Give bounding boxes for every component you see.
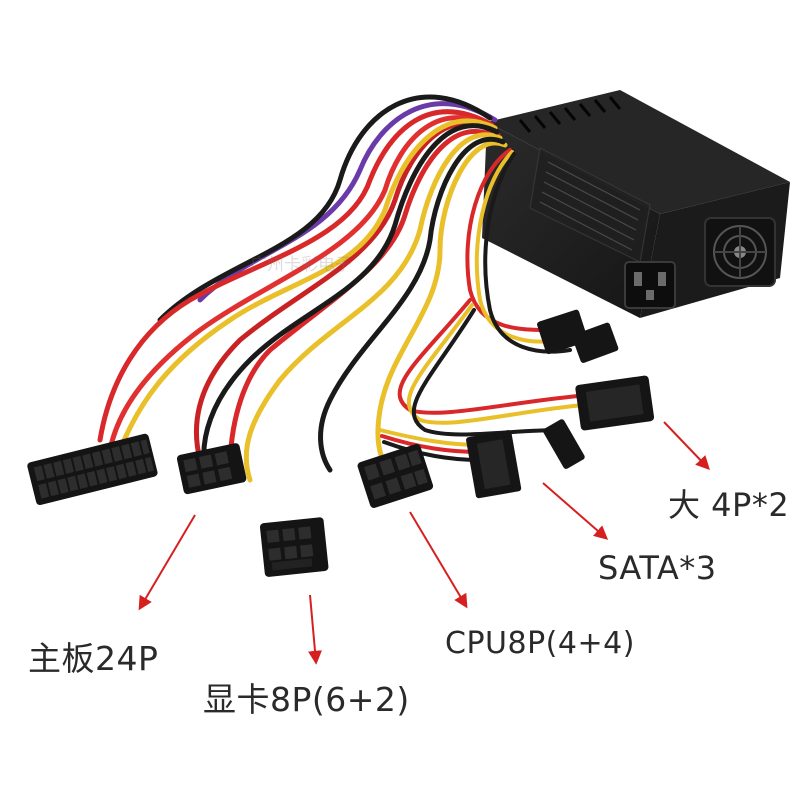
fan-grill: [704, 217, 776, 287]
ac-power-socket: [624, 261, 676, 309]
arrow-cpu: [409, 511, 468, 609]
connector-sata-1: [466, 430, 522, 499]
psu-unit: [482, 90, 790, 318]
connector-gpu-6pin: [176, 443, 247, 495]
arrow-molex: [663, 421, 710, 471]
connector-24pin: [27, 433, 158, 506]
annotation-arrows: [138, 421, 710, 665]
watermark-text: 广州卡彩电子: [250, 255, 352, 275]
connector-gpu-8pin: [259, 517, 329, 577]
connector-cpu-8pin: [357, 443, 434, 508]
arrow-motherboard: [138, 514, 196, 611]
arrow-gpu: [308, 594, 322, 665]
psu-spec-sticker: [529, 147, 651, 263]
connector-molex-1: [575, 375, 655, 431]
label-molex-4p: 大 4P*2: [668, 486, 790, 524]
label-cpu-8p: CPU8P(4+4): [445, 626, 635, 661]
label-motherboard-24p: 主板24P: [28, 639, 159, 678]
connector-molex-2: [537, 309, 588, 355]
connector-sata-2: [543, 419, 585, 469]
cable-bundle: [97, 94, 592, 483]
label-gpu-8p: 显卡8P(6+2): [203, 680, 410, 719]
arrow-sata: [542, 482, 609, 540]
label-sata: SATA*3: [598, 549, 717, 587]
